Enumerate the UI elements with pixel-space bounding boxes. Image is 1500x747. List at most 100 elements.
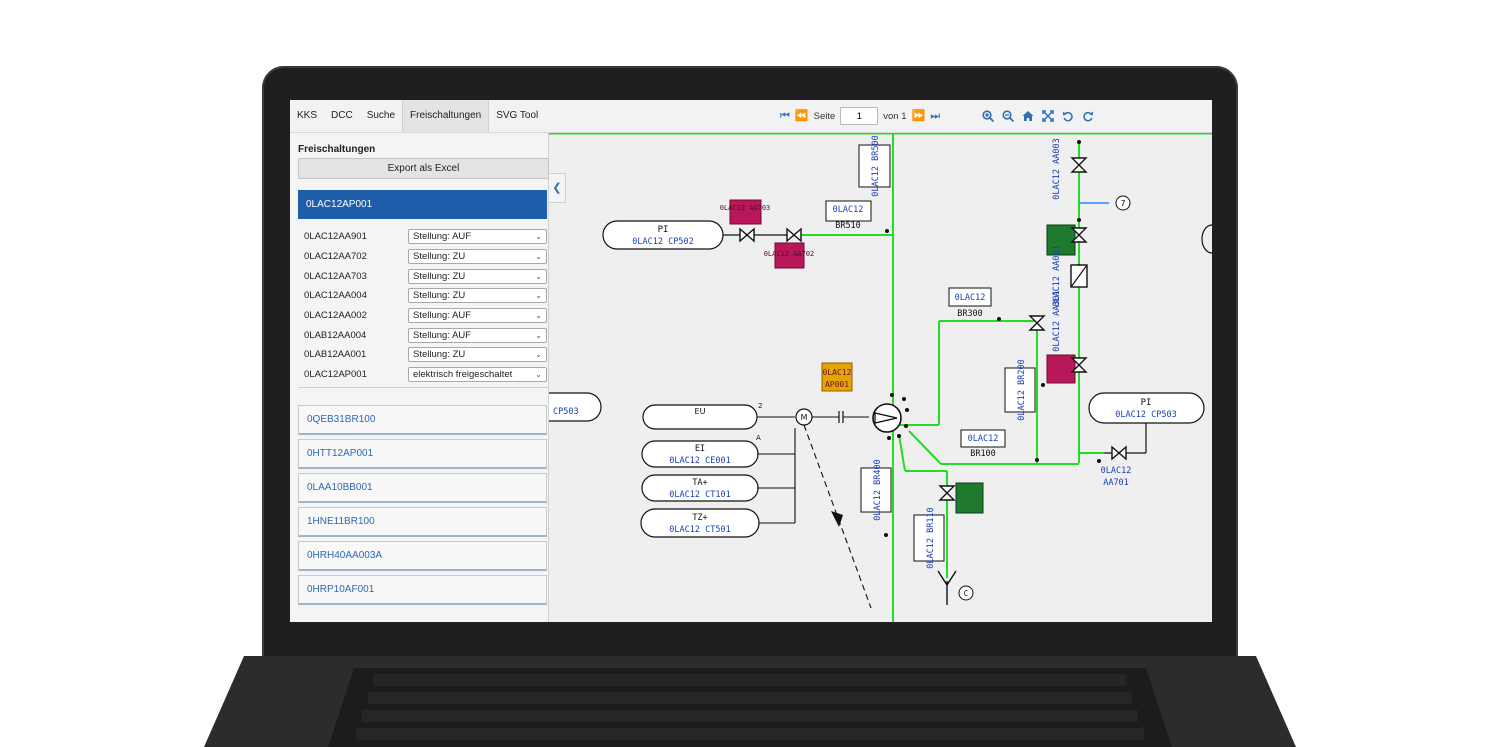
position-select[interactable]: Stellung: ZU⌄ (408, 347, 547, 363)
position-select[interactable]: elektrisch freigeschaltet⌄ (408, 367, 547, 383)
marker-text: 0LAC12 AA703 (720, 204, 771, 212)
tab-kks[interactable]: KKS (297, 110, 318, 121)
valve-bottom[interactable] (939, 485, 955, 501)
position-select[interactable]: Stellung: AUF ⌄ (408, 308, 547, 324)
select-value: Stellung: AUF (413, 329, 472, 341)
svg-text:AA701: AA701 (1103, 478, 1129, 488)
pi-tag: 0LAC12 CP502 (632, 237, 693, 247)
tag-aa001: 0LAC12 AA001 (1052, 245, 1062, 306)
item-label: 0LAC12AA004 (304, 290, 367, 302)
rotate-left-icon[interactable] (1062, 110, 1074, 122)
item-label: 0LAB12AA004 (304, 329, 367, 341)
export-excel-button[interactable]: Export als Excel (298, 158, 549, 179)
accordion-item[interactable]: 0QEB31BR100 (298, 405, 547, 435)
lockout-marker-red[interactable] (1046, 354, 1076, 384)
fit-screen-icon[interactable] (1042, 110, 1054, 122)
accordion-item[interactable]: 0LAA10BB001 (298, 473, 547, 503)
svg-text:0LAC12: 0LAC12 (968, 434, 999, 444)
tag-br110: 0LAC12 BR110 (913, 507, 945, 569)
svg-text:0LAC12 BR500: 0LAC12 BR500 (871, 135, 881, 196)
rotate-right-icon[interactable] (1082, 110, 1094, 122)
position-select[interactable]: Stellung: ZU⌄ (408, 249, 547, 265)
home-icon[interactable] (1022, 110, 1034, 122)
freischaltungen-panel: Freischaltungen Export als Excel 0LAC12A… (290, 133, 549, 622)
junction-dots (884, 140, 1101, 537)
select-value: Stellung: AUF (413, 310, 472, 322)
pipe-network (549, 133, 1212, 622)
svg-text:A: A (756, 434, 761, 442)
zoom-in-icon[interactable] (982, 110, 994, 122)
prev-page-icon[interactable]: ⏪ (794, 110, 809, 122)
position-select[interactable]: Stellung: ZU⌄ (408, 288, 547, 304)
pump-dots (887, 393, 909, 440)
p-and-id-diagram: PI 0LAC12 CP502 0LAC12 AA703 0LAC12 AA70… (549, 133, 1212, 622)
svg-text:2: 2 (758, 402, 762, 410)
collapse-panel-button[interactable]: ❮ (549, 173, 566, 203)
svg-text:0LAC12 BR200: 0LAC12 BR200 (1017, 359, 1027, 420)
svg-text:EU: EU (695, 407, 706, 416)
chevron-down-icon: ⌄ (535, 311, 542, 321)
lockout-marker-green[interactable] (955, 482, 984, 514)
valve-aa703[interactable] (739, 228, 755, 242)
svg-text:0LAC12 AA301: 0LAC12 AA301 (1052, 290, 1062, 351)
pagination: ⏮ ⏪ Seite von 1 ⏩ ⏭ (780, 105, 940, 127)
list-item: 0LAB12AA004 Stellung: AUF⌄ (298, 325, 548, 345)
svg-text:0LAC12: 0LAC12 (1101, 466, 1132, 476)
lockout-marker-orange[interactable]: 0LAC12 AP001 (821, 362, 853, 392)
lockout-marker-green[interactable] (1046, 224, 1076, 256)
zoom-out-icon[interactable] (1002, 110, 1014, 122)
item-label: 0LAC12AA703 (304, 270, 367, 282)
position-select[interactable]: Stellung: AUF⌄ (408, 229, 547, 245)
laptop-keyboard-base (204, 656, 1296, 747)
svg-text:0LAC12 BR110: 0LAC12 BR110 (926, 507, 936, 568)
svg-text:C: C (964, 589, 969, 598)
divider (298, 387, 548, 388)
svg-text:0LAC12 CT501: 0LAC12 CT501 (669, 525, 730, 535)
select-value: Stellung: AUF (413, 231, 472, 243)
first-page-icon[interactable]: ⏮ (780, 110, 790, 122)
connector-c: C (958, 585, 974, 601)
svg-text:TZ+: TZ+ (692, 513, 707, 523)
position-select[interactable]: Stellung: AUF⌄ (408, 327, 547, 343)
list-item: 0LAC12AA004 Stellung: ZU⌄ (298, 286, 548, 306)
safety-valve-aa301[interactable] (1029, 315, 1045, 331)
last-page-icon[interactable]: ⏭ (930, 110, 941, 122)
select-value: Stellung: ZU (413, 349, 466, 361)
accordion-item[interactable]: 1HNE11BR100 (298, 507, 547, 537)
svg-text:0LAC12 AA001: 0LAC12 AA001 (1052, 245, 1062, 306)
svg-text:PI: PI (1141, 398, 1152, 408)
next-page-icon[interactable]: ⏩ (911, 110, 926, 122)
item-label: 0LAC12AP001 (304, 369, 367, 381)
app-screen: KKS DCC Suche Freischaltungen SVG Tool ⏮… (290, 100, 1212, 622)
valve-aa003[interactable] (1071, 157, 1087, 173)
tab-dcc[interactable]: DCC (331, 110, 353, 121)
accordion-item[interactable]: 0HTT12AP001 (298, 439, 547, 469)
pi-instrument-offpage: CP503 (549, 392, 602, 422)
accordion-item[interactable]: 0HRH40AA003A (298, 541, 547, 571)
pi-instrument-cp503: PI 0LAC12 CP503 (1088, 392, 1205, 424)
svg-text:CP503: CP503 (553, 407, 579, 417)
pump-ap001[interactable] (872, 403, 902, 433)
lockout-marker-red[interactable]: 0LAC12 AA702 (764, 242, 815, 269)
motor-symbol[interactable]: M (795, 408, 813, 426)
tag-br100: 0LAC12 BR100 (960, 429, 1006, 459)
svg-text:0LAC12 BR400: 0LAC12 BR400 (873, 459, 883, 520)
selected-item[interactable]: 0LAC12AP001 (298, 190, 547, 219)
position-select[interactable]: Stellung: ZU⌄ (408, 268, 547, 284)
tag-aa003: 0LAC12 AA003 (1052, 138, 1062, 199)
tab-suche[interactable]: Suche (366, 110, 396, 121)
accordion-item[interactable]: 0HRP10AF001 (298, 575, 547, 605)
signal-lines (757, 416, 869, 524)
tab-freischaltungen[interactable]: Freischaltungen (402, 100, 490, 132)
svg-text:0LAC12: 0LAC12 (823, 368, 852, 377)
tab-svg-tool[interactable]: SVG Tool (496, 110, 539, 121)
offpage-instrument (1201, 224, 1212, 254)
page-number-input[interactable] (840, 107, 879, 125)
valve-aa701[interactable] (1111, 446, 1127, 460)
lockout-marker-red[interactable]: 0LAC12 AA703 (720, 199, 771, 225)
tag-br300: 0LAC12 BR300 (948, 287, 992, 319)
valve-aa702[interactable] (786, 228, 802, 242)
